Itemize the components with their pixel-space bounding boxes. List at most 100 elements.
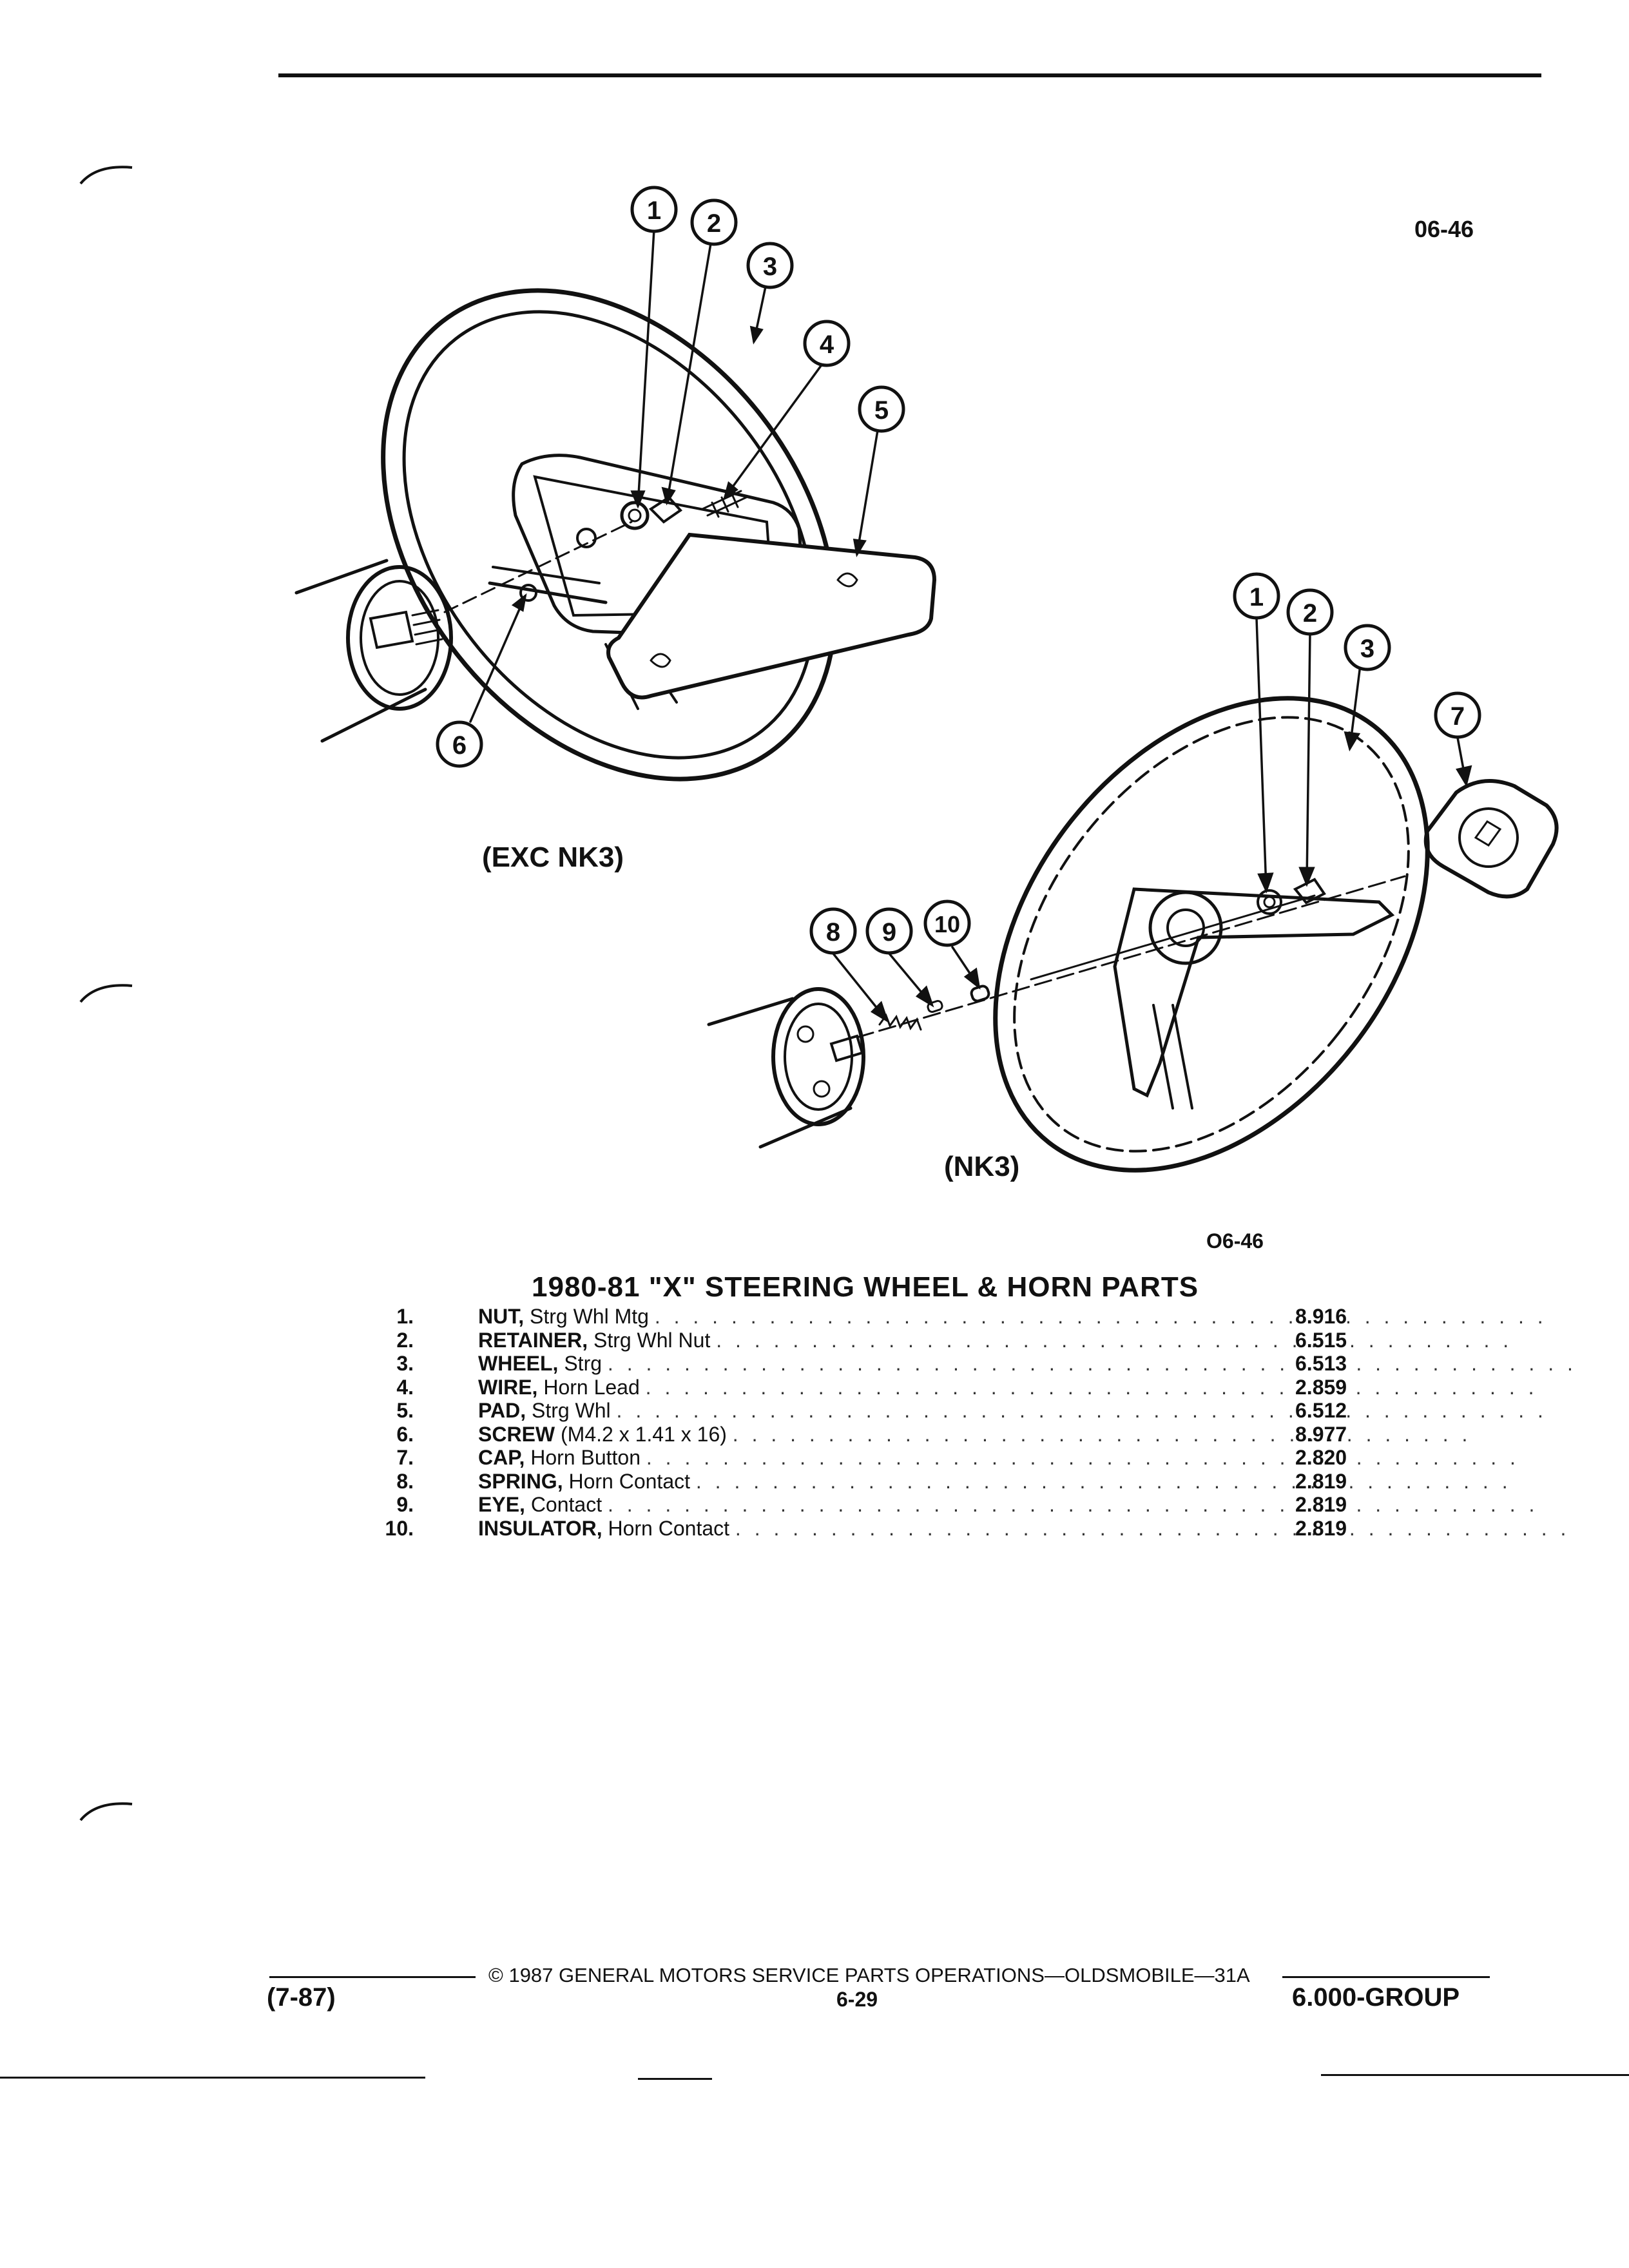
- part-number: 4.: [396, 1375, 414, 1399]
- part-name: NUT,: [478, 1305, 525, 1328]
- svg-text:3: 3: [1360, 635, 1374, 663]
- page-number: 6-29: [836, 1988, 878, 2011]
- svg-text:1: 1: [1249, 583, 1264, 611]
- punch-mark-middle: [79, 984, 133, 1003]
- part-number: 5.: [396, 1399, 414, 1422]
- wheel-right-drawing: [707, 696, 1559, 1173]
- steering-wheel-illustration: 1 2 3 4 5 6 1 2 3 7 8 9 10 (EXC NK3) (NK…: [294, 186, 1559, 1182]
- callout-1-left: 1: [630, 186, 678, 233]
- part-description: Contact: [525, 1493, 602, 1516]
- svg-text:5: 5: [874, 396, 889, 425]
- part-description: Horn Lead: [537, 1375, 640, 1399]
- bottom-scan-line-left: [0, 2077, 425, 2079]
- list-item: 3. WHEEL, Strg . . . . . . . . . . . . .…: [361, 1352, 1573, 1376]
- part-number: 7.: [396, 1446, 414, 1469]
- callout-2-left: 2: [690, 198, 738, 246]
- callout-3-right: 3: [1344, 624, 1391, 671]
- part-description: Strg Whl Nut: [588, 1328, 711, 1352]
- arrowheads-left: [511, 325, 867, 612]
- callout-8-right: 8: [809, 907, 857, 955]
- callout-7-right: 7: [1434, 691, 1481, 739]
- svg-text:9: 9: [882, 918, 896, 947]
- part-name: CAP,: [478, 1446, 525, 1469]
- part-description: Horn Contact: [602, 1516, 730, 1540]
- part-description: Horn Contact: [563, 1469, 690, 1493]
- svg-text:2: 2: [1303, 599, 1317, 628]
- group-code: 2.819: [1295, 1493, 1347, 1516]
- part-name: EYE,: [478, 1493, 525, 1516]
- svg-text:4: 4: [820, 331, 834, 359]
- list-item: 10. INSULATOR, Horn Contact . . . . . . …: [361, 1516, 1566, 1541]
- callout-1-right: 1: [1233, 572, 1280, 620]
- part-number: 6.: [396, 1422, 414, 1446]
- footer-rule-left: [269, 1976, 476, 1978]
- leader-lines-left: [469, 228, 879, 723]
- group-code: 2.819: [1295, 1516, 1347, 1540]
- part-name: WHEEL,: [478, 1352, 559, 1375]
- figure-code-bottom: O6-46: [1206, 1229, 1264, 1253]
- list-item: 8. SPRING, Horn Contact . . . . . . . . …: [361, 1469, 1507, 1494]
- part-number: 1.: [396, 1305, 414, 1328]
- wheel-left-drawing: [294, 288, 937, 782]
- punch-mark-top: [79, 166, 133, 185]
- group-code: 6.513: [1295, 1352, 1347, 1375]
- list-item: 6. SCREW (M4.2 x 1.41 x 16) . . . . . . …: [361, 1422, 1467, 1446]
- section-title: 1980-81 "X" STEERING WHEEL & HORN PARTS: [532, 1271, 1199, 1303]
- group-code: 6.512: [1295, 1399, 1347, 1422]
- part-number: 9.: [396, 1493, 414, 1516]
- part-name: RETAINER,: [478, 1328, 588, 1352]
- group-code: 8.977: [1295, 1422, 1347, 1446]
- group-code: 2.819: [1295, 1469, 1347, 1493]
- part-description: (M4.2 x 1.41 x 16): [555, 1422, 727, 1446]
- callout-6-left: 6: [436, 720, 483, 768]
- svg-text:6: 6: [452, 731, 467, 760]
- part-name: INSULATOR,: [478, 1516, 602, 1540]
- part-description: Strg: [558, 1352, 602, 1375]
- part-description: Strg Whl: [526, 1399, 611, 1422]
- parts-list: 1. NUT, Strg Whl Mtg . . . . . . . . . .…: [361, 1305, 1573, 1541]
- footer-rule-right: [1282, 1976, 1490, 1978]
- part-description: Horn Button: [525, 1446, 641, 1469]
- list-item: 5. PAD, Strg Whl . . . . . . . . . . . .…: [361, 1399, 1543, 1423]
- part-name: SCREW: [478, 1422, 555, 1446]
- list-item: 1. NUT, Strg Whl Mtg . . . . . . . . . .…: [361, 1305, 1543, 1329]
- group-code: 8.916: [1295, 1305, 1347, 1328]
- callout-5-left: 5: [858, 385, 905, 433]
- part-number: 10.: [385, 1516, 414, 1540]
- svg-text:2: 2: [707, 209, 721, 238]
- svg-text:10: 10: [934, 911, 960, 937]
- part-name: SPRING,: [478, 1469, 563, 1493]
- group-code: 2.859: [1295, 1375, 1347, 1399]
- svg-text:1: 1: [647, 197, 661, 225]
- list-item: 9. EYE, Contact . . . . . . . . . . . . …: [361, 1493, 1534, 1517]
- punch-mark-bottom: [79, 1802, 133, 1821]
- copyright-line: © 1987 GENERAL MOTORS SERVICE PARTS OPER…: [488, 1964, 1250, 1986]
- leader-lines-right: [832, 617, 1467, 1021]
- bottom-scan-line-middle: [638, 2078, 712, 2080]
- part-name: PAD,: [478, 1399, 526, 1422]
- callout-4-left: 4: [803, 320, 851, 367]
- view-label-nk3: (NK3): [944, 1151, 1019, 1182]
- list-item: 2. RETAINER, Strg Whl Nut . . . . . . . …: [361, 1328, 1509, 1352]
- group-label: 6.000-GROUP: [1292, 1983, 1460, 2012]
- part-number: 2.: [396, 1328, 414, 1352]
- arrowheads-right: [870, 731, 1472, 1023]
- date-code: (7-87): [267, 1983, 336, 2012]
- group-code: 6.515: [1295, 1328, 1347, 1352]
- part-description: Strg Whl Mtg: [524, 1305, 649, 1328]
- part-number: 8.: [396, 1469, 414, 1493]
- callout-2-right: 2: [1286, 588, 1334, 636]
- list-item: 7. CAP, Horn Button . . . . . . . . . . …: [361, 1446, 1516, 1470]
- figure-code-top: 06-46: [1414, 216, 1474, 242]
- callout-10-right: 10: [923, 899, 971, 947]
- callout-3-left: 3: [746, 242, 794, 289]
- svg-text:7: 7: [1451, 702, 1465, 731]
- part-name: WIRE,: [478, 1375, 538, 1399]
- callouts-left: 1 2 3 4 5 6: [436, 186, 905, 768]
- top-rule: [278, 73, 1541, 77]
- view-label-exc-nk3: (EXC NK3): [482, 841, 624, 873]
- callouts-right: 1 2 3 7 8 9 10: [809, 572, 1481, 955]
- svg-text:3: 3: [763, 253, 777, 281]
- group-code: 2.820: [1295, 1446, 1347, 1469]
